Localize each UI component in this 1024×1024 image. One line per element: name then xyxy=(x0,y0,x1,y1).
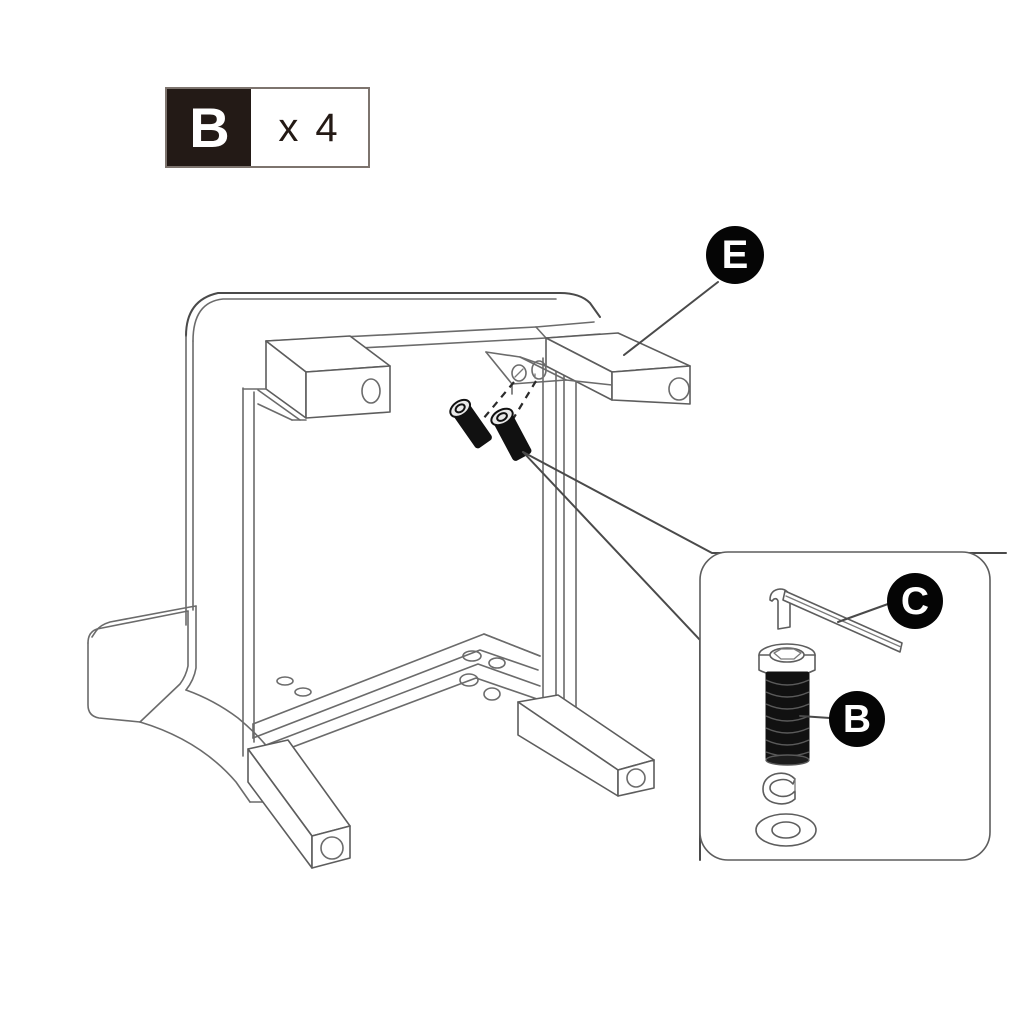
part-letter-box: B xyxy=(167,89,251,166)
seat-rail xyxy=(252,633,541,763)
callout-leader-lines xyxy=(623,281,889,719)
callout-bubble-c: C xyxy=(887,573,943,629)
exploded-bolt-2 xyxy=(490,407,532,461)
part-quantity-badge: B x 4 xyxy=(165,87,370,168)
callout-bubble-b: B xyxy=(829,691,885,747)
right-armrest-tube xyxy=(519,332,691,405)
split-lock-washer xyxy=(762,772,796,805)
left-armrest-tube xyxy=(242,335,391,421)
backrest-panel xyxy=(185,292,601,626)
part-letter: B xyxy=(189,95,229,159)
frame-posts xyxy=(242,357,577,757)
flat-washer xyxy=(755,813,817,847)
upper-mounting-holes xyxy=(511,360,547,382)
hex-socket-bolt xyxy=(758,643,816,766)
exploded-bolt-1 xyxy=(449,398,492,449)
front-right-foot-tube xyxy=(517,694,655,797)
front-left-foot-tube xyxy=(247,739,351,869)
part-quantity-box: x 4 xyxy=(251,89,368,166)
seat-base-cushion xyxy=(87,605,297,803)
part-quantity-text: x 4 xyxy=(278,105,341,150)
hex-allen-key xyxy=(769,588,903,653)
bolt-insertion-paths xyxy=(482,380,537,430)
callout-bubble-e: E xyxy=(706,226,764,284)
